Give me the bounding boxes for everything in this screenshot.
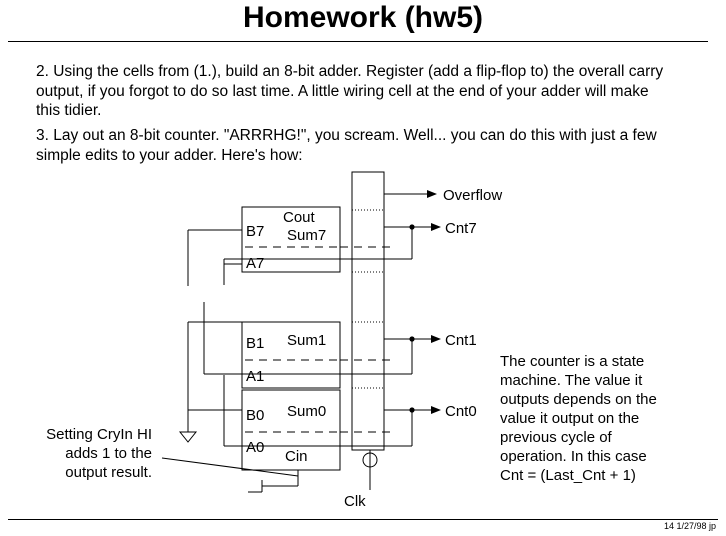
right-note-line: Cnt = (Last_Cnt + 1) (500, 467, 636, 484)
adder-cell-bit7 (241, 206, 341, 273)
right-note-line: operation. In this case (500, 448, 647, 465)
cnt1-label: Cnt1 (445, 332, 477, 349)
adder-cell-bit1 (241, 321, 341, 389)
note-pointer-line (161, 457, 299, 477)
cout-label: Cout (283, 209, 316, 226)
b7-label: B7 (246, 223, 264, 240)
overflow-arrow (427, 190, 437, 198)
sum1-label: Sum1 (287, 332, 326, 349)
cin-label: Cin (285, 448, 308, 465)
right-note-line: previous cycle of (500, 429, 613, 446)
left-note-line: output result. (65, 464, 152, 481)
clk-label: Clk (344, 493, 366, 510)
b1-label: B1 (246, 335, 264, 352)
a7-label: A7 (246, 255, 264, 272)
right-note-line: value it output on the (500, 410, 639, 427)
cnt0-label: Cnt0 (445, 403, 477, 420)
overflow-label: Overflow (443, 187, 502, 204)
left-note-line: adds 1 to the (65, 445, 152, 462)
right-note-line: The counter is a state (500, 353, 644, 370)
cnt7-label: Cnt7 (445, 220, 477, 237)
adder-cell-bit0 (241, 389, 341, 471)
a0-label: A0 (246, 439, 264, 456)
slide-title: Homework (hw5) (242, 1, 484, 34)
slide-footer: 14 1/27/98 jp (663, 521, 716, 531)
footer-divider (8, 519, 718, 520)
problem-2-text: 2. Using the cells from (1.), build an 8… (36, 63, 664, 119)
left-note-line: Setting CryIn HI (46, 426, 152, 443)
ground-icon (178, 431, 198, 443)
right-note-line: machine. The value it (500, 372, 643, 389)
clock-inverter-icon (362, 452, 378, 468)
register-column (351, 171, 385, 451)
title-divider (8, 41, 708, 42)
problem-3-text: 3. Lay out an 8-bit counter. "ARRRHG!", … (36, 127, 657, 164)
b0-label: B0 (246, 407, 264, 424)
sum0-label: Sum0 (287, 403, 326, 420)
right-note-line: outputs depends on the (500, 391, 657, 408)
sum7-label: Sum7 (287, 227, 326, 244)
a1-label: A1 (246, 368, 264, 385)
cnt0-arrow (431, 406, 441, 414)
cnt7-arrow (431, 223, 441, 231)
cnt1-arrow (431, 335, 441, 343)
